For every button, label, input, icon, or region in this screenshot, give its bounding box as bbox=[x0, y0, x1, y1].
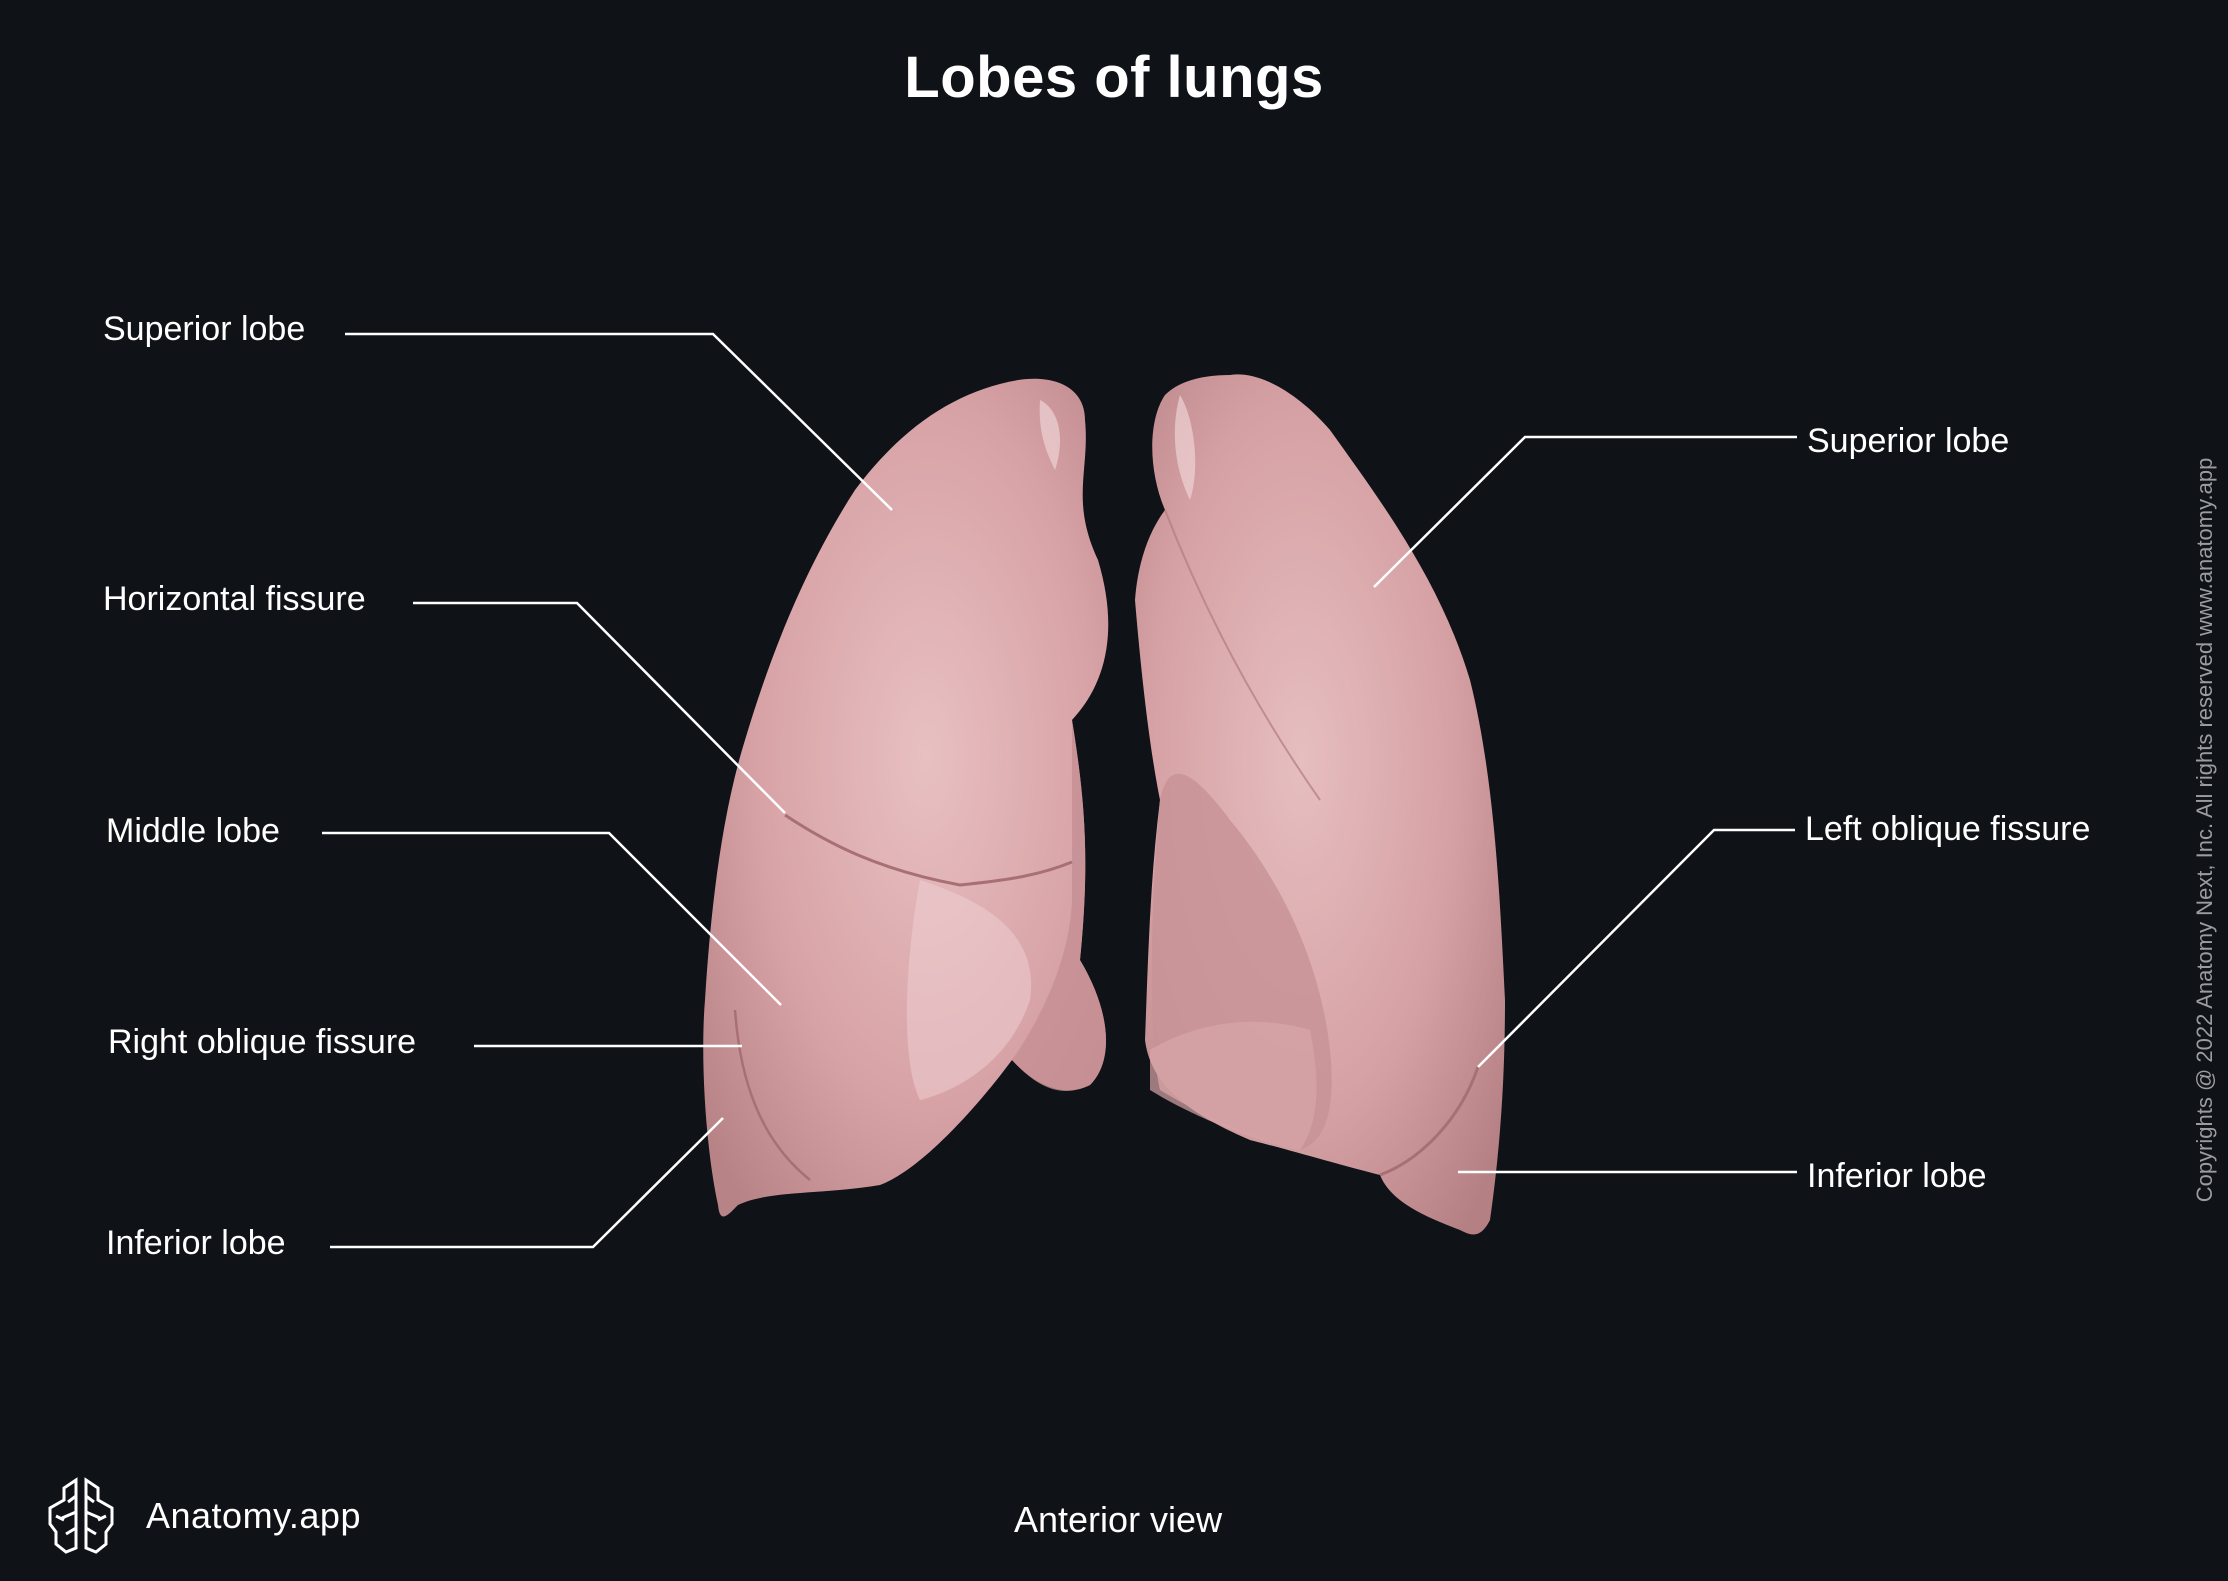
label-middle-lobe: Middle lobe bbox=[106, 812, 280, 850]
leader-line-superior-lobe-left bbox=[345, 332, 893, 511]
page-title: Lobes of lungs bbox=[904, 45, 1324, 110]
right-lung bbox=[703, 378, 1109, 1217]
label-superior-lobe-right-lung: Superior lobe bbox=[103, 310, 306, 348]
leader-line-middle-lobe bbox=[322, 831, 782, 1006]
leader-line-left-oblique-fissure bbox=[1477, 828, 1795, 1068]
leader-line-superior-lobe-right bbox=[1373, 435, 1797, 588]
label-right-oblique-fissure: Right oblique fissure bbox=[108, 1023, 417, 1061]
copyright-notice: Copyrights @ 2022 Anatomy Next, Inc. All… bbox=[2192, 457, 2217, 1203]
leader-line-inferior-lobe-left bbox=[330, 1117, 724, 1249]
right-lung-shape bbox=[703, 378, 1109, 1217]
brand-icon-space bbox=[40, 1476, 124, 1556]
leader-line-horizontal-fissure bbox=[413, 601, 786, 814]
label-inferior-lobe-left-lung: Inferior lobe bbox=[1807, 1157, 1987, 1195]
leader-lines bbox=[322, 332, 1797, 1249]
brand-logo: Anatomy.app bbox=[40, 1476, 361, 1556]
label-left-oblique-fissure: Left oblique fissure bbox=[1805, 810, 2091, 848]
label-inferior-lobe-right-lung: Inferior lobe bbox=[106, 1224, 286, 1262]
left-lung bbox=[1135, 374, 1505, 1235]
label-horizontal-fissure: Horizontal fissure bbox=[103, 580, 366, 618]
brand-name: Anatomy.app bbox=[146, 1495, 361, 1536]
brain-icon bbox=[48, 1477, 114, 1554]
label-superior-lobe-left-lung: Superior lobe bbox=[1807, 422, 2010, 460]
view-caption: Anterior view bbox=[1014, 1499, 1223, 1540]
